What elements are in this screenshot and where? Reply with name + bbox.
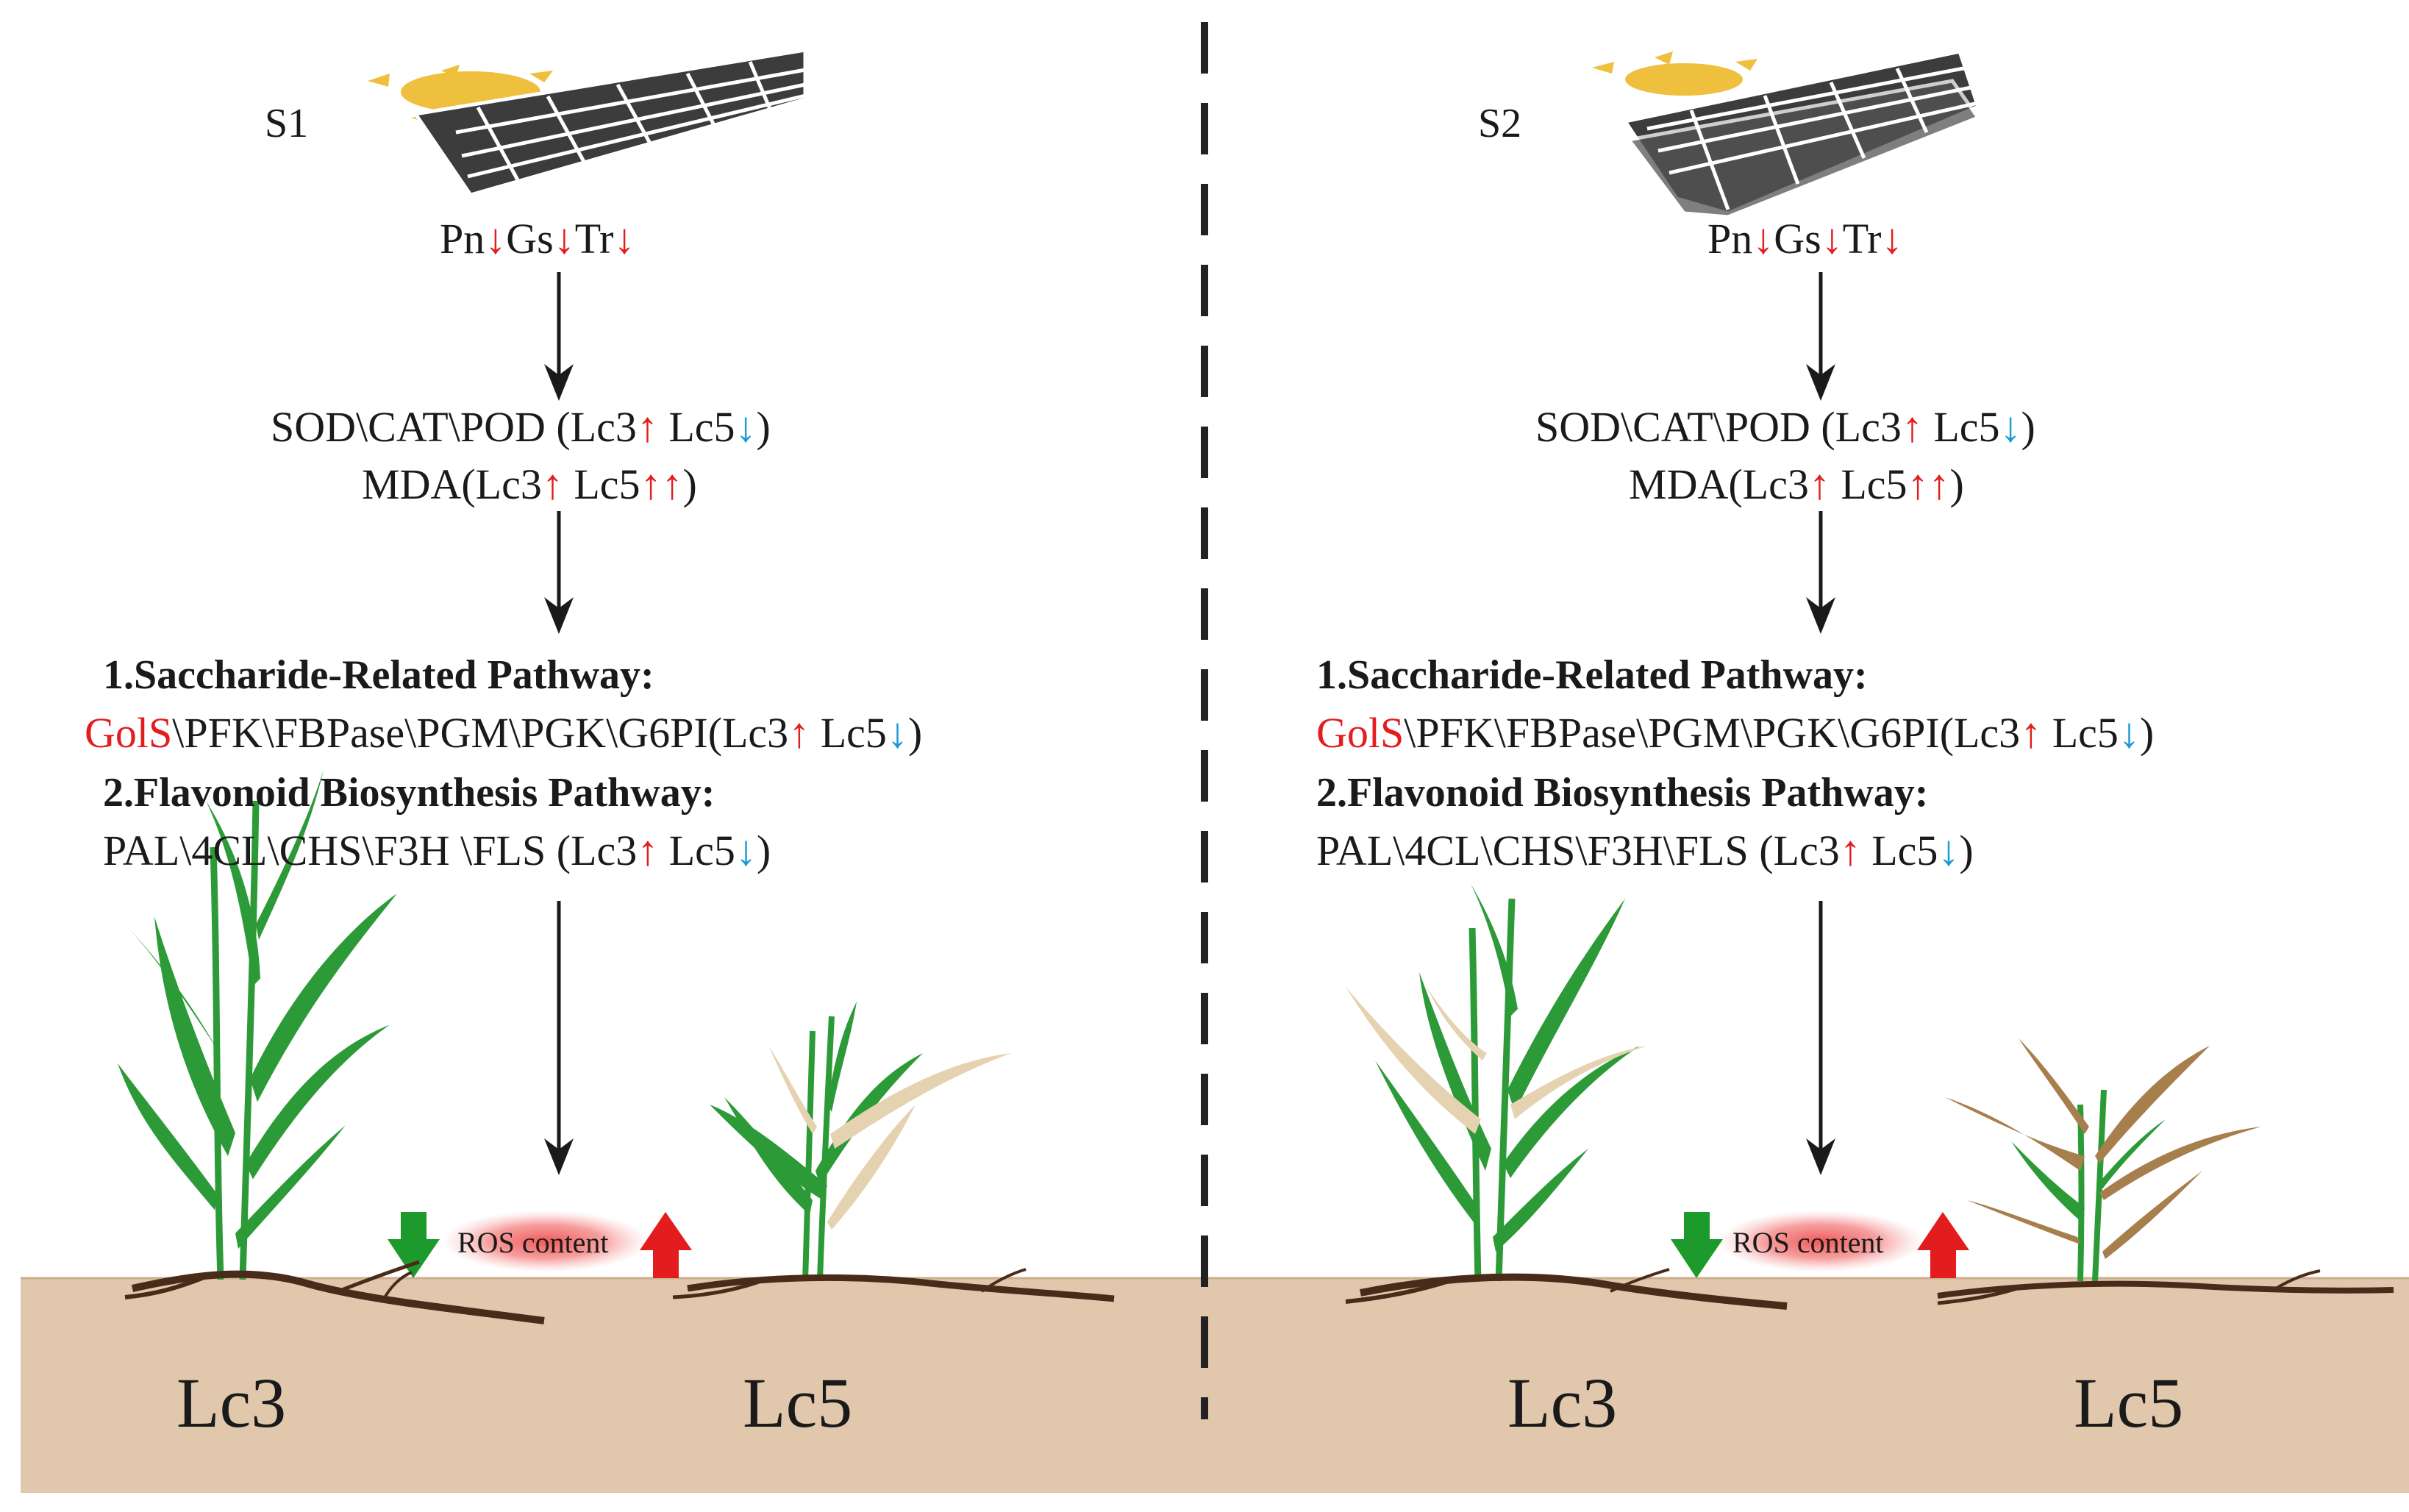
plant-label-lc5: Lc5 bbox=[2074, 1363, 2184, 1442]
pathway2-genes: PAL\4CL\CHS\F3H \FLS (Lc3↑ Lc5↓) bbox=[103, 827, 771, 874]
pathway1-genes: GolS\PFK\FBPase\PGM\PGK\G6PI(Lc3↑ Lc5↓) bbox=[85, 709, 923, 757]
ros-content-label: ROS content bbox=[457, 1226, 609, 1259]
plant-icon bbox=[1345, 884, 1788, 1310]
flow-arrow-icon bbox=[544, 901, 574, 1175]
antioxidant-enzymes: SOD\CAT\POD (Lc3↑ Lc5↓) bbox=[1535, 403, 2035, 451]
soil-band bbox=[21, 1278, 2409, 1493]
ros-glow bbox=[1718, 1210, 1924, 1272]
flow-arrow-icon bbox=[1806, 511, 1835, 634]
decrease-arrow-icon bbox=[388, 1212, 440, 1278]
photosynthesis-params: Pn↓Gs↓Tr↓ bbox=[440, 215, 635, 263]
increase-arrow-icon bbox=[640, 1212, 692, 1278]
pathway2-title: 2.Flavonoid Biosynthesis Pathway: bbox=[1316, 770, 1929, 816]
plant-label-lc3: Lc3 bbox=[1507, 1363, 1618, 1442]
plant-icon bbox=[118, 770, 545, 1324]
pathway2-genes: PAL\4CL\CHS\F3H\FLS (Lc3↑ Lc5↓) bbox=[1316, 827, 1974, 874]
ros-glow bbox=[443, 1210, 649, 1272]
scenario-label: S2 bbox=[1478, 101, 1522, 146]
mda-level: MDA(Lc3↑ Lc5↑↑) bbox=[362, 460, 697, 508]
photosynthesis-params: Pn↓Gs↓Tr↓ bbox=[1707, 215, 1903, 263]
flow-arrow-icon bbox=[544, 272, 574, 401]
plant-icon bbox=[1937, 1038, 2394, 1305]
pathway1-genes: GolS\PFK\FBPase\PGM\PGK\G6PI(Lc3↑ Lc5↓) bbox=[1316, 709, 2155, 757]
increase-arrow-icon bbox=[1917, 1212, 1969, 1278]
pathway1-title: 1.Saccharide-Related Pathway: bbox=[103, 652, 654, 698]
solar-panel-icon bbox=[1621, 49, 1981, 219]
plant-label-lc3: Lc3 bbox=[176, 1363, 287, 1442]
flow-arrow-icon bbox=[1806, 272, 1835, 401]
flow-arrow-icon bbox=[544, 511, 574, 634]
decrease-arrow-icon bbox=[1671, 1212, 1723, 1278]
sun-icon bbox=[1592, 51, 1757, 96]
solar-panel-icon bbox=[412, 48, 807, 197]
pathway2-title: 2.Flavonoid Biosynthesis Pathway: bbox=[103, 770, 715, 816]
scenario-label: S1 bbox=[265, 101, 309, 146]
plant-icon bbox=[672, 1002, 1115, 1302]
ros-content-label: ROS content bbox=[1732, 1226, 1884, 1259]
antioxidant-enzymes: SOD\CAT\POD (Lc3↑ Lc5↓) bbox=[271, 403, 771, 451]
plant-label-lc5: Lc5 bbox=[743, 1363, 853, 1442]
pathway1-title: 1.Saccharide-Related Pathway: bbox=[1316, 652, 1868, 698]
mda-level: MDA(Lc3↑ Lc5↑↑) bbox=[1629, 460, 1964, 508]
flow-arrow-icon bbox=[1806, 901, 1835, 1175]
